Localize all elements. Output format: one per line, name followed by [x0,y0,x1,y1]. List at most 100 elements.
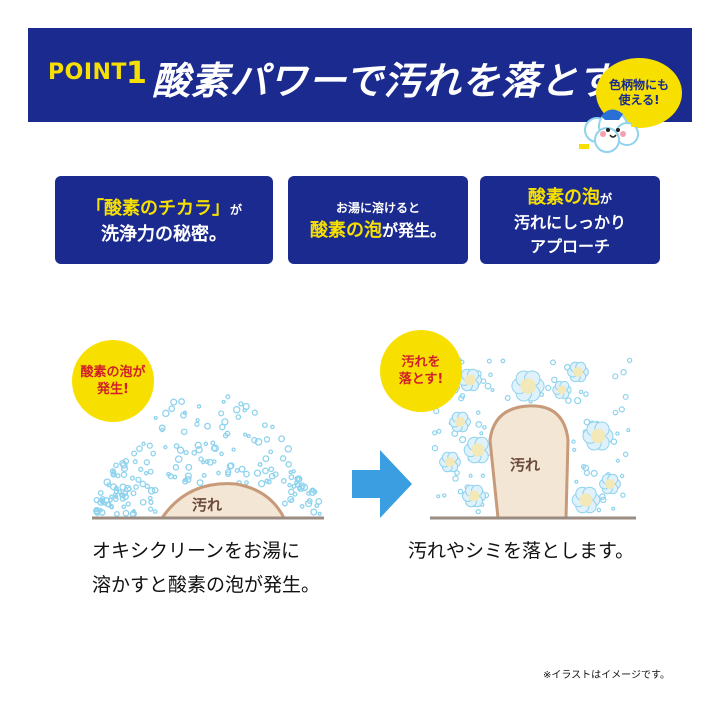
left-caption-line-1: オキシクリーンをお湯に [92,540,301,562]
small-bubble [195,417,200,423]
small-bubble [251,436,258,444]
small-bubble [618,406,625,413]
small-bubble [172,474,178,480]
small-bubble [486,358,492,364]
small-bubble [583,391,589,397]
small-bubble [284,445,293,453]
small-bubble [232,405,241,414]
small-bubble [221,399,226,404]
small-bubble [99,495,106,502]
small-bubble [268,449,274,455]
small-bubble [242,407,247,413]
small-bubble [626,357,633,364]
small-bubble [459,393,466,399]
small-bubble [619,473,625,479]
small-bubble [196,479,204,487]
small-bubble [620,369,627,376]
small-bubble [210,440,216,446]
small-bubble [231,447,236,452]
left-caption-line-2: 溶かすと酸素の泡が発生。 [92,574,321,596]
small-bubble [590,469,598,477]
small-bubble [147,506,154,512]
small-bubble [615,431,620,436]
small-bubble [141,441,146,447]
small-bubble [146,442,153,449]
small-bubble [119,483,127,491]
left-callout-line-2: 発生! [97,382,129,397]
small-bubble [264,478,270,484]
small-bubble [287,482,292,488]
small-bubble [500,358,506,364]
small-bubble [201,472,207,478]
small-bubble [279,455,287,462]
small-bubble [622,451,629,458]
small-bubble [182,478,189,485]
small-bubble [132,459,138,465]
small-bubble [457,488,464,495]
small-bubble [113,462,119,469]
foam-bubble [439,451,461,473]
small-bubble [262,467,269,475]
small-bubble [468,473,473,478]
small-bubble [278,435,286,443]
small-bubble [216,470,221,476]
small-bubble [243,470,250,478]
small-bubble [626,428,631,433]
small-bubble [272,471,279,478]
small-bubble [198,456,204,462]
small-bubble [243,432,248,437]
small-bubble [195,446,203,454]
small-bubble [315,497,323,505]
small-bubble [288,488,295,496]
small-bubble [612,409,619,416]
small-bubble [168,405,176,413]
small-bubble [299,504,305,509]
small-bubble [490,387,495,392]
feature-2-highlight: 酸素の泡 [309,219,382,241]
small-bubble [622,393,629,400]
foam-bubble [599,473,621,495]
small-bubble [148,499,154,505]
small-bubble [143,470,149,476]
feature-2-rest: が発生。 [381,220,446,240]
small-bubble [238,465,246,473]
feature-2-line-1: お湯に溶けると [335,200,420,215]
small-bubble [185,463,193,471]
bubble-mascot-icon [579,109,641,153]
bubbles-form-callout: 酸素の泡が 発生! [72,340,154,422]
small-bubble [565,397,572,404]
small-bubble [262,422,268,429]
small-bubble [120,492,126,499]
small-bubble [300,483,309,492]
small-bubble [191,450,198,456]
small-bubble [600,496,607,503]
small-bubble [620,492,626,498]
small-bubble [458,435,467,444]
small-bubble [109,494,114,499]
small-bubble [312,489,318,495]
small-bubble [268,466,275,473]
small-bubble [176,446,185,454]
title-banner [28,28,692,122]
small-bubble [436,428,442,434]
feature-3-particle: が [599,192,612,206]
small-bubble [194,421,200,427]
bubbles-forming-illustration: 汚れ [92,394,324,520]
small-bubble [475,410,481,415]
illustration-footnote: ※イラストはイメージです。 [543,670,670,681]
small-bubble [244,480,249,485]
small-bubble [136,445,143,452]
small-bubble [288,470,293,475]
small-bubble [574,397,582,405]
small-bubble [222,432,229,439]
small-bubble [125,501,131,507]
small-bubble [291,469,296,474]
badge-line-2: 使える! [618,93,660,107]
small-bubble [482,425,487,430]
small-bubble [121,504,127,510]
small-bubble [170,398,178,406]
small-bubble [504,394,511,401]
small-bubble [106,482,112,488]
small-bubble [475,420,483,428]
left-stain-label: 汚れ [192,496,222,514]
